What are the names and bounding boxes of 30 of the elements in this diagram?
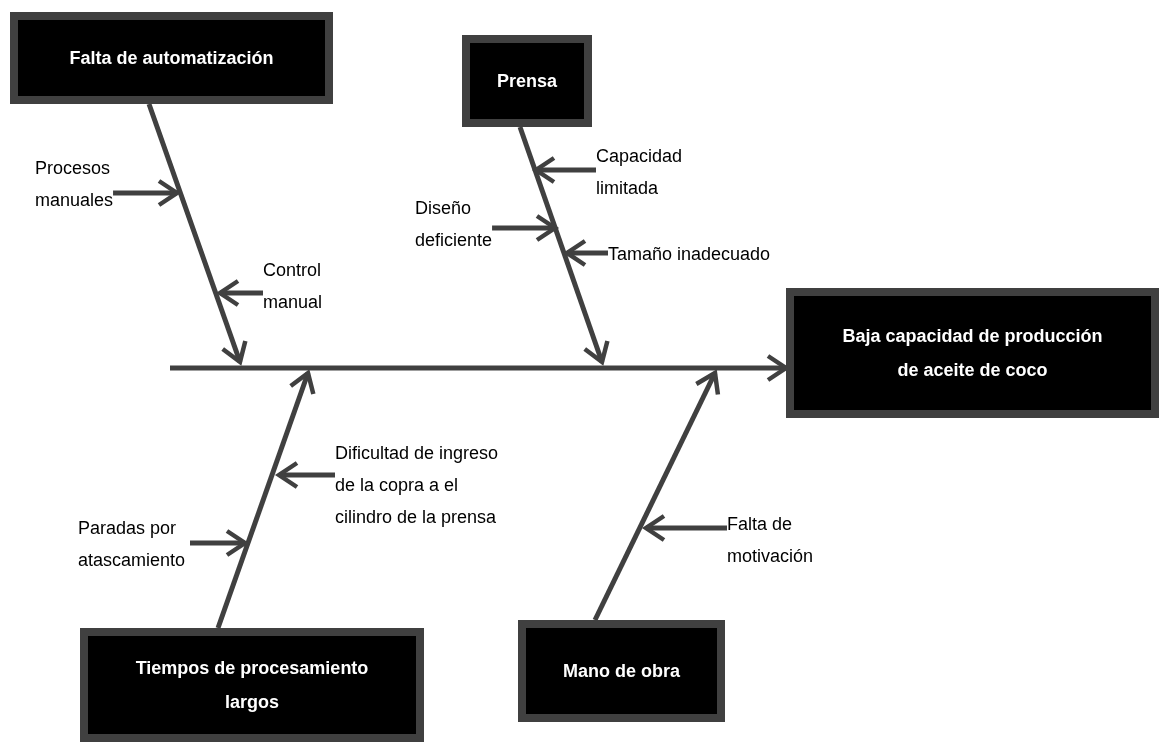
cause-label: Procesos manuales xyxy=(35,152,114,216)
category-label: Tiempos de procesamiento largos xyxy=(134,657,370,714)
category-box xyxy=(10,12,333,104)
arrow xyxy=(492,213,558,243)
arrow xyxy=(276,460,335,490)
arrow xyxy=(215,370,316,629)
arrow xyxy=(217,278,263,308)
cause-label: Diseño deficiente xyxy=(415,192,493,256)
arrow xyxy=(533,155,596,185)
category-label: Mano de obra xyxy=(563,660,680,683)
category-box xyxy=(518,620,725,722)
category-box xyxy=(80,628,424,742)
cause-label: Paradas por atascamiento xyxy=(78,512,190,576)
category-label: Falta de automatización xyxy=(69,47,274,70)
category-label: Baja capacidad de producción de aceite de coco xyxy=(841,325,1104,382)
arrow xyxy=(190,528,248,558)
category-box xyxy=(462,35,592,127)
arrow xyxy=(113,178,180,208)
cause-label: Capacidad limitada xyxy=(596,140,683,204)
arrow xyxy=(146,103,248,365)
category-box xyxy=(786,288,1159,418)
category-label: Prensa xyxy=(496,70,557,93)
cause-label: Falta de motivación xyxy=(727,508,819,572)
cause-label: Tamaño inadecuado xyxy=(608,238,771,270)
cause-label: Dificultad de ingreso de la copra a el cilindro de la prensa xyxy=(335,437,520,533)
arrow xyxy=(517,126,610,365)
arrow xyxy=(643,513,727,543)
arrow xyxy=(564,238,608,268)
arrow xyxy=(592,370,721,622)
cause-label: Control manual xyxy=(263,254,323,318)
